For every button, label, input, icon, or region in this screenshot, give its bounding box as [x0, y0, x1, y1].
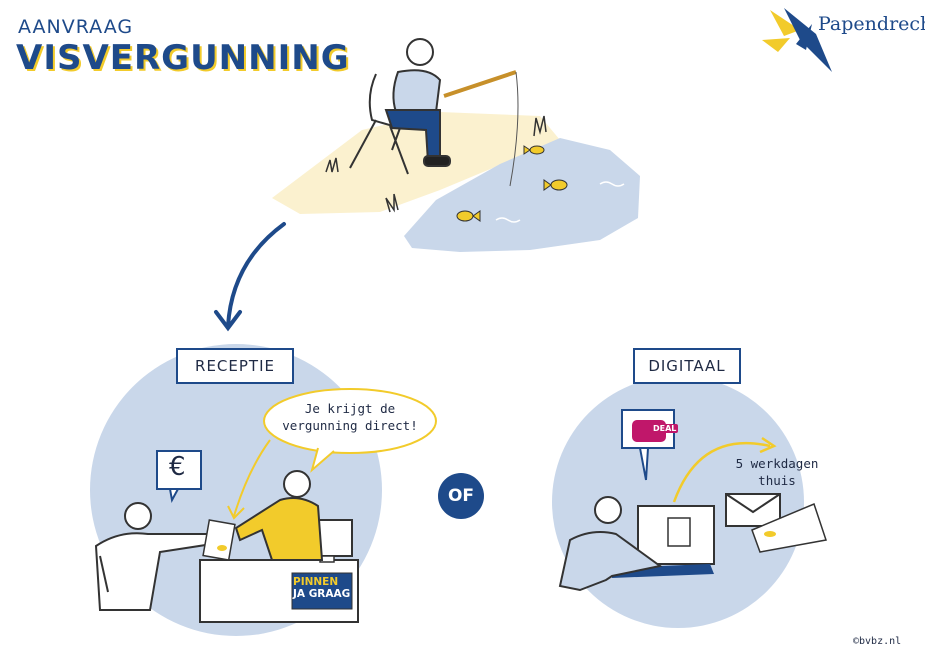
ideal-label: DEAL	[651, 424, 679, 433]
page-title: VISVERGUNNING	[16, 38, 350, 78]
chair-icon	[349, 73, 409, 175]
receptie-scene	[90, 344, 437, 636]
fishing-scene	[272, 38, 640, 252]
title-small: AANVRAAG	[18, 16, 134, 38]
pinnen-sign: PINNEN JA GRAAG	[293, 576, 353, 600]
euro-icon: €	[169, 452, 186, 482]
credit-text: ©bvbz.nl	[853, 636, 902, 647]
fisherman	[384, 38, 519, 187]
of-badge	[438, 473, 484, 519]
receptie-label: RECEPTIE	[176, 348, 294, 384]
logo-text: Papendrecht	[818, 13, 925, 35]
flow-arrow	[214, 222, 286, 332]
receptie-speech: Je krijgt de vergunning direct!	[282, 401, 418, 433]
fish-icon	[456, 145, 568, 222]
digitaal-note: 5 werkdagen thuis	[735, 456, 819, 488]
grass-icon	[325, 115, 547, 213]
digitaal-label: DIGITAAL	[633, 348, 741, 384]
sign-line2: JA GRAAG	[293, 588, 351, 600]
digitaal-scene	[552, 376, 827, 628]
sign-line1: PINNEN	[293, 576, 339, 588]
papendrecht-cross-logo	[762, 8, 832, 72]
separator-or: OF	[447, 486, 475, 506]
